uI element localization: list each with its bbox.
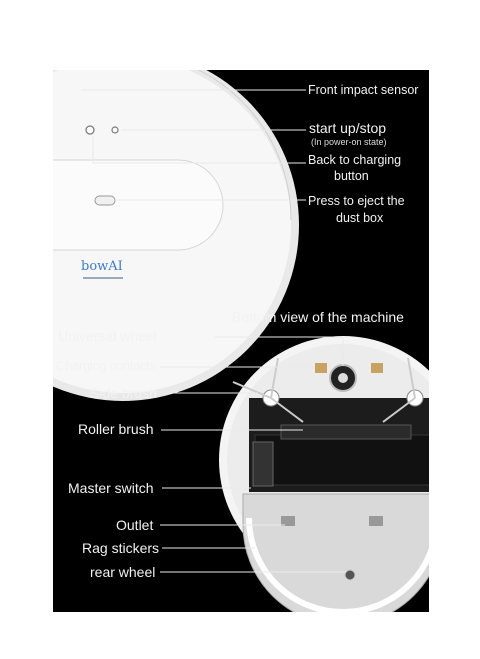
label-outlet: Outlet <box>116 517 154 533</box>
label-eject-dust-box-2: dust box <box>336 211 384 225</box>
bottom-view-title: Bottom view of the machine <box>232 309 404 325</box>
brand-tagline <box>83 277 123 279</box>
robot-top-view <box>53 70 299 401</box>
product-diagram-panel: bowAI Front impact sensor start up/stop … <box>53 70 429 612</box>
label-back-to-charging-2: button <box>334 169 369 183</box>
label-universal-wheel: Universal wheel <box>58 328 157 344</box>
label-roller-brush: Roller brush <box>78 421 154 437</box>
label-master-switch: Master switch <box>68 480 154 496</box>
label-start-stop-note: (In power-on state) <box>311 137 387 147</box>
robot-bottom-view <box>219 336 429 612</box>
label-rag-stickers: Rag stickers <box>82 540 160 556</box>
label-rear-wheel: rear wheel <box>90 564 156 580</box>
label-start-stop: start up/stop <box>309 120 387 136</box>
label-eject-dust-box: Press to eject the <box>308 194 405 208</box>
label-charging-contacts: Charging contacts <box>56 358 156 373</box>
label-back-to-charging: Back to charging <box>308 153 402 167</box>
top-leader-lines <box>81 89 306 201</box>
bottom-leader-lines <box>160 336 346 573</box>
robot-illustration <box>53 70 429 612</box>
label-front-impact-sensor: Front impact sensor <box>308 83 419 97</box>
brand-logo: bowAI <box>81 259 123 274</box>
label-side-brush: Side brush <box>90 385 157 401</box>
